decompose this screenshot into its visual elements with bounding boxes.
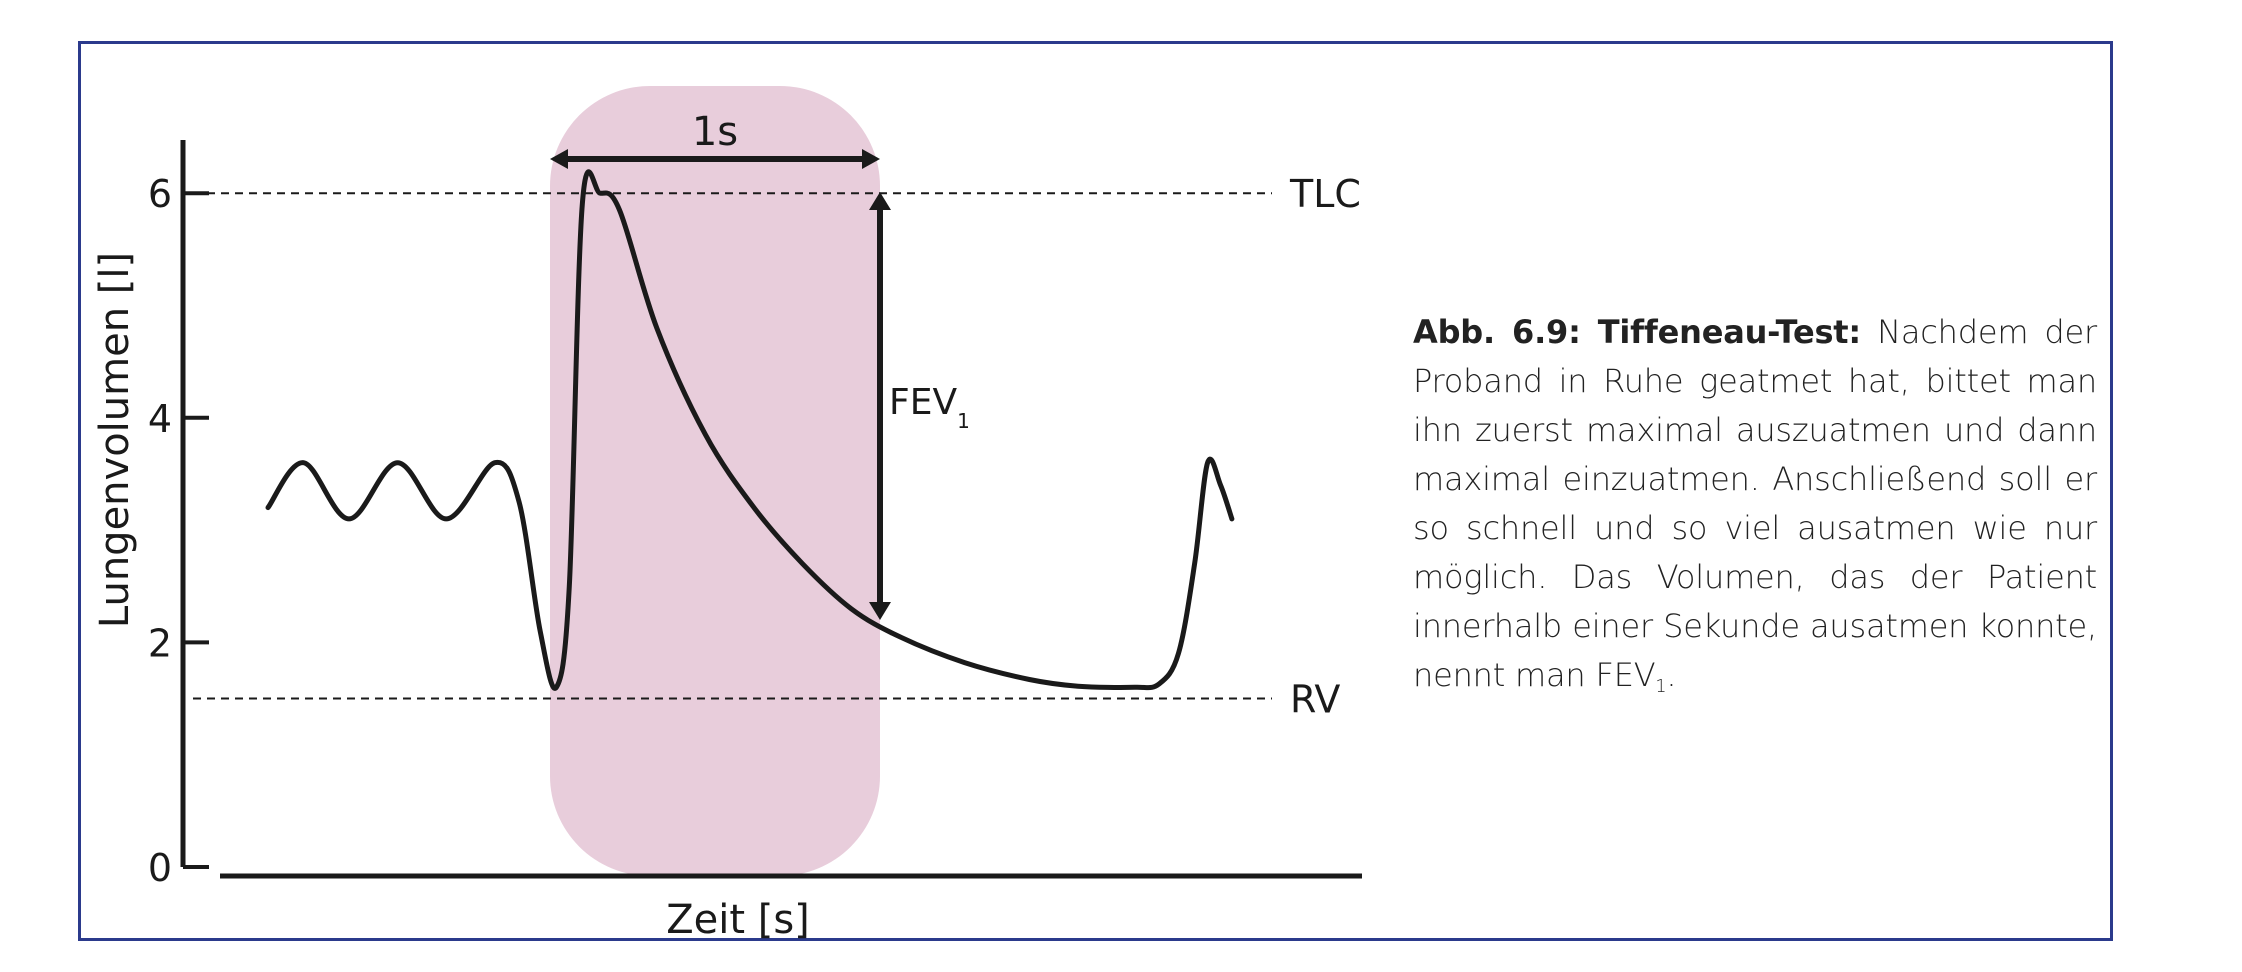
fev1-label: FEV1 [889, 382, 970, 433]
fev1-arrow [869, 192, 891, 620]
volume-curve [265, 169, 1235, 691]
caption-end: . [1666, 656, 1677, 694]
y-tick-label-0: 0 [148, 846, 172, 890]
y-tick-label-2: 2 [148, 621, 172, 665]
ref-label-tlc: TLC [1289, 172, 1361, 216]
y-axis-label: Lungenvolumen [l] [92, 252, 138, 628]
y-tick-label-6: 6 [148, 172, 172, 216]
y-ticks: 0 2 4 6 [148, 172, 209, 890]
caption-label: Abb. 6.9: Tiffeneau-Test: [1413, 313, 1861, 351]
figure-frame [78, 41, 2113, 941]
x-axis-label: Zeit [s] [666, 897, 810, 943]
caption-subscript: 1 [1655, 677, 1667, 698]
one-second-label: 1s [692, 109, 738, 155]
ref-label-rv: RV [1290, 678, 1340, 722]
one-second-window [550, 86, 880, 876]
reference-lines: TLC RV [193, 172, 1361, 722]
one-second-arrow [550, 149, 880, 169]
figure-caption: Abb. 6.9: Tiffeneau-Test: Nachdem der Pr… [1413, 308, 2097, 712]
caption-text: Nachdem der Proband in Ruhe geatmet hat,… [1413, 313, 2097, 694]
y-tick-label-4: 4 [148, 397, 172, 441]
